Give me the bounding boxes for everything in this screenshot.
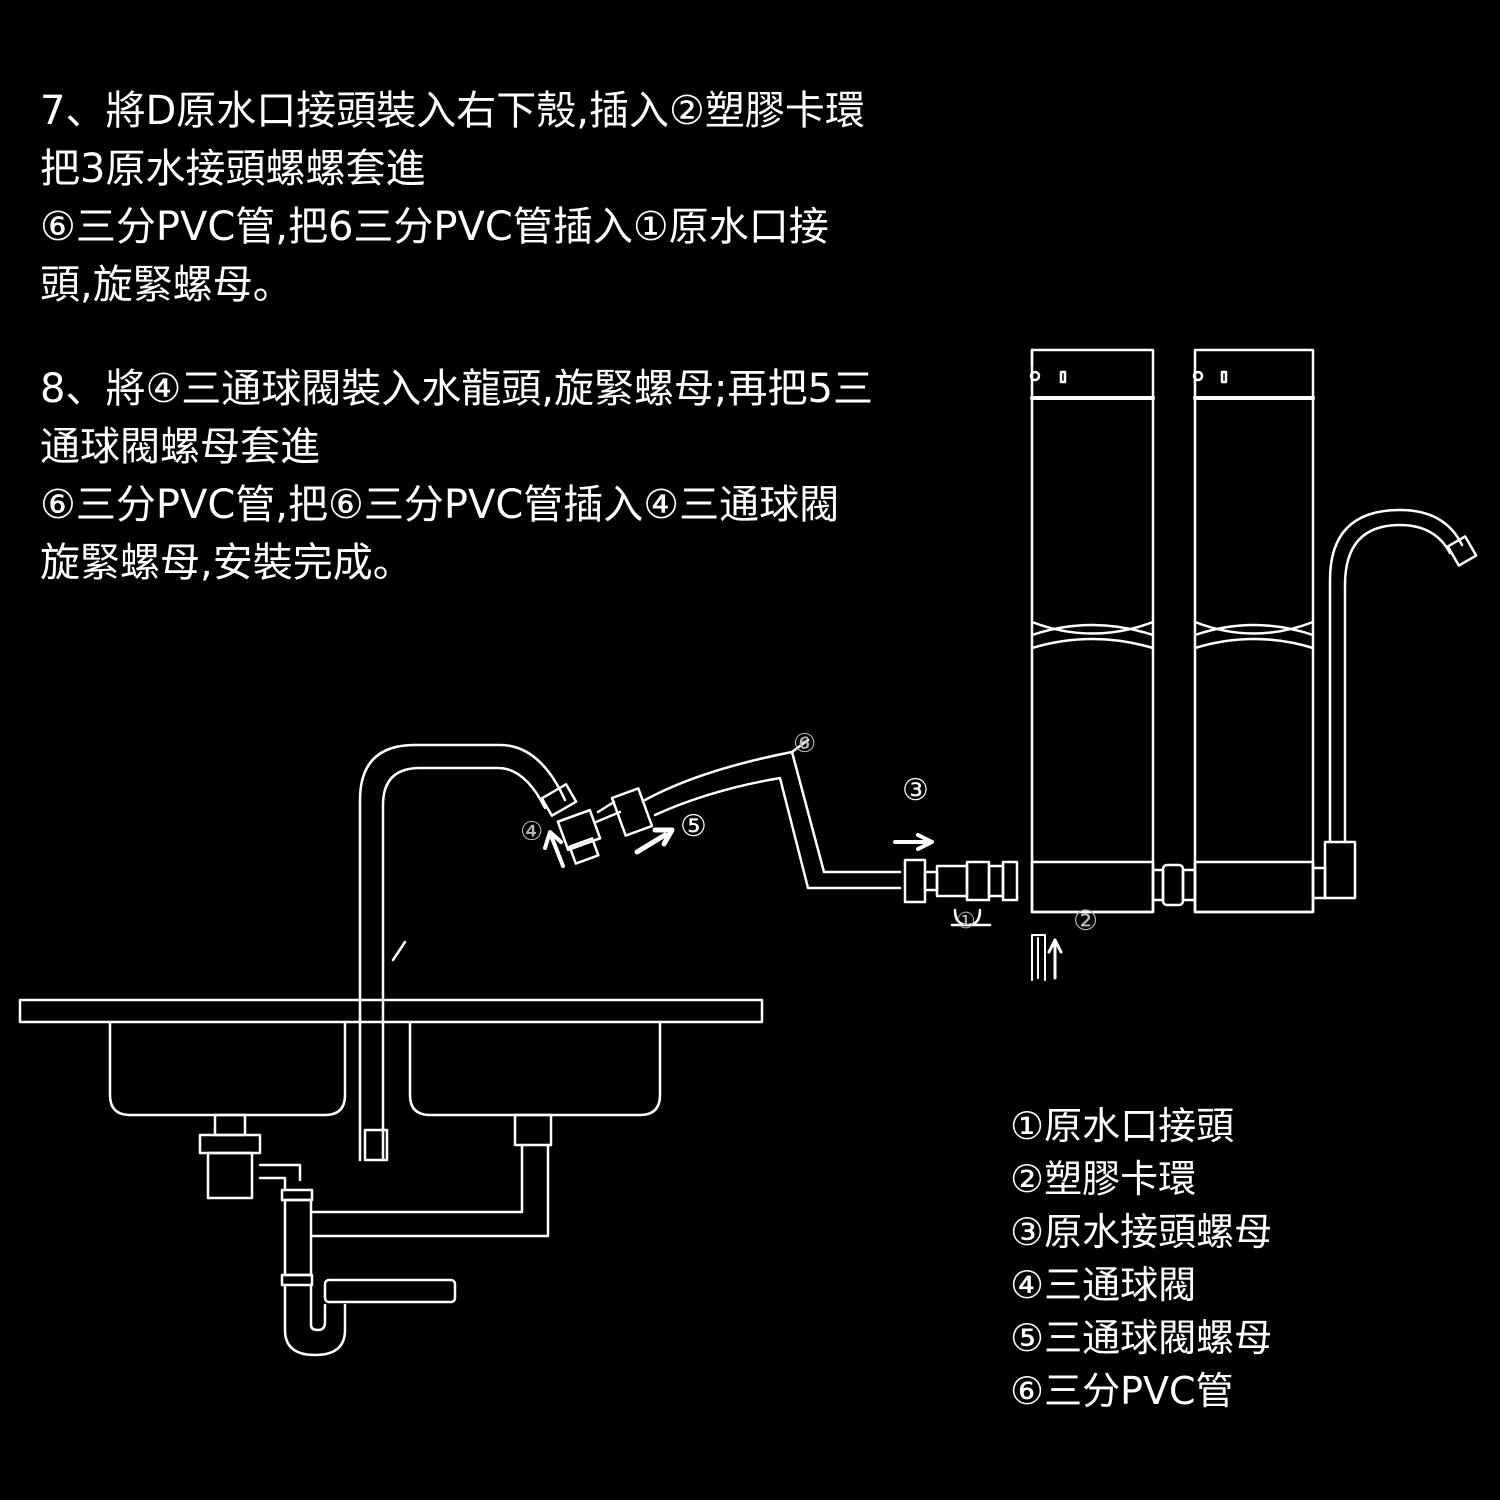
legend-item-3: ③原水接頭螺母: [1010, 1210, 1273, 1254]
parts-legend: ①原水口接頭 ②塑膠卡環 ③原水接頭螺母 ④三通球閥 ⑤三通球閥螺母 ⑥三分PV…: [1010, 1100, 1272, 1418]
legend-item-6: ⑥三分PVC管: [1010, 1369, 1234, 1413]
step-8-line-4: 旋緊螺母,安裝完成。: [40, 540, 413, 586]
arrow-3-icon: [893, 833, 934, 851]
step-7-line-3: ⑥三分PVC管,把6三分PVC管插入①原水口接: [40, 204, 829, 250]
callout-6: ⑥: [793, 729, 816, 759]
callout-1: ①: [956, 909, 976, 934]
countertop: [18, 998, 764, 1024]
step-8-line-1: 8、將④三通球閥裝入水龍頭,旋緊螺母;再把5三: [40, 366, 873, 412]
water-inlet-icon: [1031, 934, 1046, 981]
callout-3: ③: [902, 773, 929, 808]
three-way-ball-valve: [556, 787, 654, 865]
step-8-line-3: ⑥三分PVC管,把⑥三分PVC管插入④三通球閥: [40, 482, 840, 528]
callout-2: ②: [1073, 904, 1098, 937]
step-7-line-1: 7、將D原水口接頭裝入右下殼,插入②塑膠卡環: [40, 88, 865, 134]
left-drain: [198, 1113, 457, 1357]
callouts: ⑥ ③ ⑤ ④ ② ①: [520, 729, 1098, 937]
step-7-line-2: 把3原水接頭螺螺套進: [40, 146, 426, 192]
callout-5: ⑤: [680, 809, 707, 844]
raw-water-fitting: [903, 858, 1019, 927]
step-8: 8、將④三通球閥裝入水龍頭,旋緊螺母;再把5三 通球閥螺母套進 ⑥三分PVC管,…: [40, 360, 970, 592]
pvc-tube: [643, 738, 902, 890]
right-drain: [310, 1113, 553, 1238]
legend-item-4: ④三通球閥: [1010, 1263, 1197, 1307]
legend-item-1: ①原水口接頭: [1010, 1104, 1235, 1148]
step-8-line-2: 通球閥螺母套進: [40, 424, 320, 470]
right-filter-canister: [1192, 348, 1315, 914]
direction-arrows: [543, 827, 1063, 981]
left-sink-basin: [108, 1020, 347, 1117]
arrow-5-icon: [634, 827, 675, 855]
right-sink-basin: [408, 1020, 662, 1117]
filter-faucet: [1311, 508, 1478, 900]
instructions: 7、將D原水口接頭裝入右下殼,插入②塑膠卡環 把3原水接頭螺螺套進 ⑥三分PVC…: [40, 82, 970, 638]
step-7: 7、將D原水口接頭裝入右下殼,插入②塑膠卡環 把3原水接頭螺螺套進 ⑥三分PVC…: [40, 82, 970, 314]
callout-4: ④: [520, 817, 543, 847]
left-filter-canister: [1029, 348, 1155, 914]
filter-connector: [1151, 863, 1197, 907]
legend-item-2: ②塑膠卡環: [1010, 1157, 1197, 1201]
step-7-line-4: 頭,旋緊螺母。: [40, 262, 293, 308]
kitchen-faucet: [358, 743, 578, 1162]
arrow-up-icon: [1047, 938, 1063, 980]
legend-item-5: ⑤三通球閥螺母: [1010, 1316, 1273, 1360]
arrow-4-icon: [543, 830, 565, 868]
